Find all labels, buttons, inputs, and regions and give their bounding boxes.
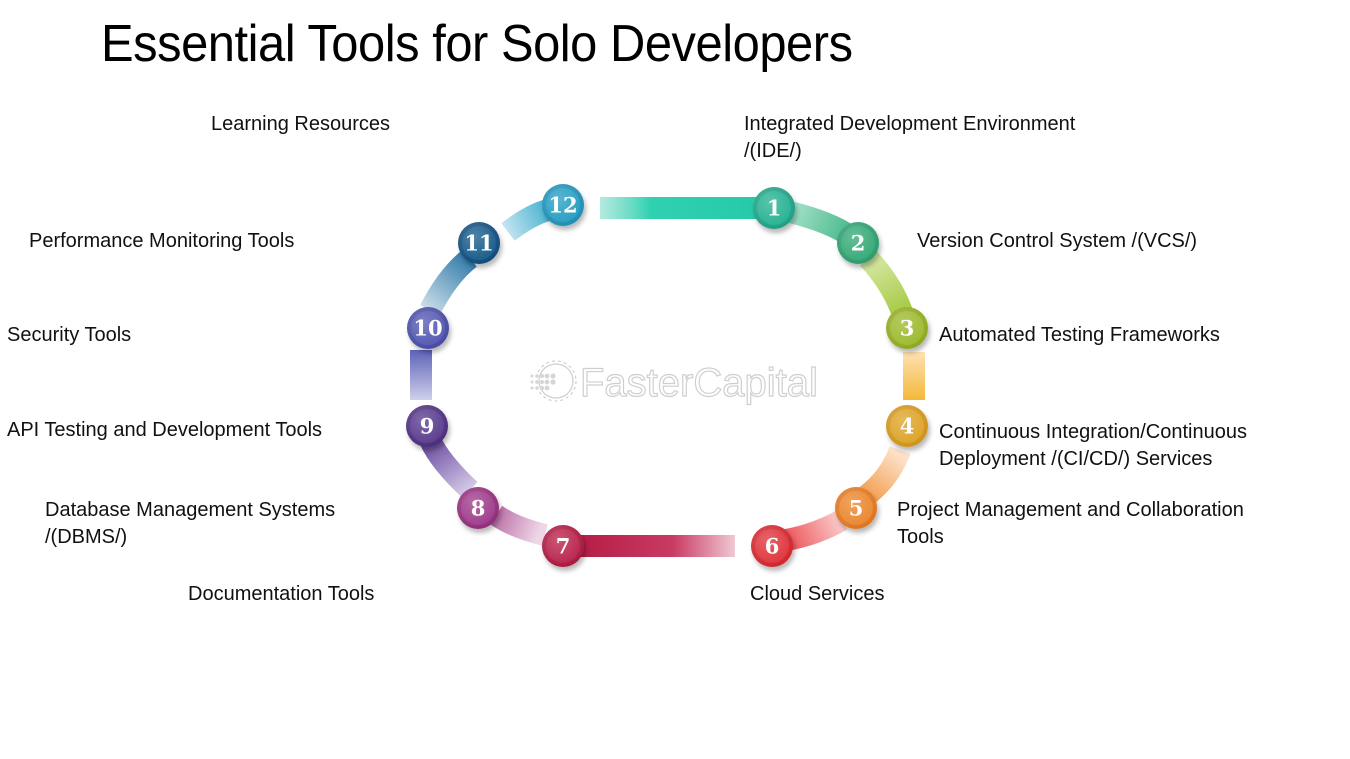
step-label-1-line-2: /(IDE/) (744, 140, 802, 162)
fastercapital-watermark: FasterCapital (530, 360, 816, 406)
step-label-9-line-1: API Testing and Development Tools (7, 419, 323, 441)
step-label-1: Integrated Development Environment /(IDE… (744, 111, 1075, 165)
svg-text:1: 1 (767, 196, 782, 221)
step-label-12-line-1: Learning Resources (211, 113, 390, 135)
step-label-5-line-1: Project Management and Collaboration (897, 499, 1244, 521)
step-node-5: 5 (835, 487, 877, 529)
step-node-6: 6 (751, 525, 793, 567)
svg-text:10: 10 (413, 316, 442, 341)
step-label-3-line-1: Automated Testing Frameworks (939, 324, 1220, 346)
step-label-4-line-1: Continuous Integration/Continuous (939, 421, 1247, 443)
step-node-3: 3 (886, 307, 928, 349)
svg-text:8: 8 (471, 496, 486, 521)
svg-text:2: 2 (851, 231, 866, 256)
step-label-7-line-1: Documentation Tools (188, 583, 375, 605)
step-node-8: 8 (457, 487, 499, 529)
svg-text:FasterCapital: FasterCapital (580, 361, 816, 405)
step-label-10-line-1: Security Tools (7, 324, 132, 346)
step-label-9: API Testing and Development Tools (7, 417, 322, 444)
step-label-8-line-1: Database Management Systems (45, 499, 336, 521)
step-label-8: Database Management Systems /(DBMS/) (45, 497, 335, 551)
svg-text:3: 3 (900, 316, 915, 341)
svg-text:7: 7 (556, 534, 571, 559)
step-label-6: Cloud Services (750, 581, 885, 608)
step-label-3: Automated Testing Frameworks (939, 322, 1220, 349)
step-node-10: 10 (407, 307, 449, 349)
page-title: Essential Tools for Solo Developers (101, 15, 853, 73)
step-label-11: Performance Monitoring Tools (29, 228, 294, 255)
step-label-2: Version Control System /(VCS/) (917, 228, 1197, 255)
gear-logo-icon (530, 360, 577, 402)
step-node-2: 2 (837, 222, 879, 264)
step-node-7: 7 (542, 525, 584, 567)
svg-text:11: 11 (464, 231, 493, 256)
step-node-4: 4 (886, 405, 928, 447)
svg-text:12: 12 (548, 193, 577, 218)
svg-text:6: 6 (765, 534, 780, 559)
step-label-8-line-2: /(DBMS/) (45, 526, 128, 548)
step-label-11-line-1: Performance Monitoring Tools (29, 230, 295, 252)
step-label-6-line-1: Cloud Services (750, 583, 885, 605)
step-label-4-line-2: Deployment /(CI/CD/) Services (939, 448, 1213, 470)
svg-text:5: 5 (849, 496, 864, 521)
step-label-2-line-1: Version Control System /(VCS/) (917, 230, 1198, 252)
cycle-path (410, 197, 925, 557)
step-node-11: 11 (458, 222, 500, 264)
step-label-5: Project Management and Collaboration Too… (897, 497, 1244, 551)
step-label-1-line-1: Integrated Development Environment (744, 113, 1076, 135)
step-node-12: 12 (542, 184, 584, 226)
step-label-7: Documentation Tools (188, 581, 374, 608)
step-label-12: Learning Resources (211, 111, 390, 138)
step-label-10: Security Tools (7, 322, 131, 349)
svg-text:9: 9 (420, 414, 435, 439)
step-label-5-line-2: Tools (897, 526, 944, 548)
step-label-4: Continuous Integration/Continuous Deploy… (939, 419, 1247, 473)
step-node-9: 9 (406, 405, 448, 447)
svg-text:4: 4 (900, 414, 915, 439)
step-node-1: 1 (753, 187, 795, 229)
